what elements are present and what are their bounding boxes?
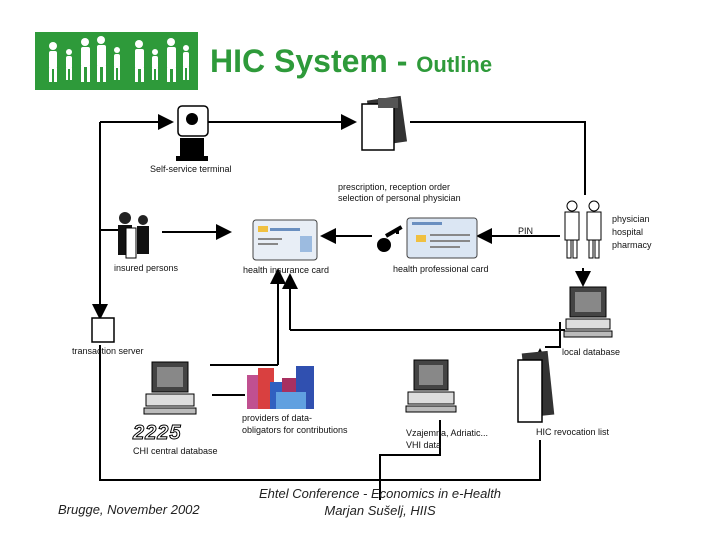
providers-buildings-icon [247,366,314,409]
title-subtitle: Outline [416,52,493,77]
label-local-database: local database [562,347,621,357]
label-pharmacy: pharmacy [612,240,652,250]
footer-date: Brugge, November 2002 [58,502,200,517]
page-title: HIC System - Outline [210,43,492,80]
label-providers-line1: providers of data- [242,413,313,423]
health-professional-card-icon [406,217,478,259]
label-health-insurance-card: health insurance card [243,265,330,275]
label-prescription: prescription, reception order [338,182,451,192]
family-figures-icon [49,36,189,82]
insured-persons-icon [118,212,149,259]
connector-local-revocation [545,322,561,348]
footer-conference: Ehtel Conference - Economics in e-Health [258,486,502,501]
label-hic-revocation-list: HIC revocation list [536,427,610,437]
self-service-terminal-icon [176,105,209,161]
title-separator: - [396,43,408,79]
health-insurance-card-icon [252,219,318,261]
label-health-professional-card: health professional card [393,264,489,274]
label-transaction-server: transaction server [72,346,144,356]
title-text: HIC System [210,43,388,79]
label-hospital: hospital [612,227,644,237]
label-chi-central-database: CHI central database [133,446,218,456]
connector-prescription-physician [410,121,586,190]
local-database-computer-icon [563,286,613,338]
connectors [92,114,591,500]
connector-server-bottom [99,345,381,500]
transaction-server-icon [91,317,115,343]
chi-central-database-computer-icon [143,361,197,415]
connector-vhi-bottom [379,420,441,480]
label-providers-line2: obligators for contributions [242,425,348,435]
label-physician: physician [612,214,650,224]
connector-revocation-bottom [380,440,541,481]
label-vzajemna: Vzajemna, Adriatic... [406,428,489,438]
hic-logo [35,32,198,90]
label-insured-persons: insured persons [114,263,179,273]
physician-figures-icon [564,200,602,259]
footer-author: Marjan Sušelj, HIIS [324,503,436,518]
vhi-computer-icon [405,359,457,413]
label-vhi-data: VHI data [406,440,442,450]
label-selection: selection of personal physician [338,193,461,203]
label-pin: PIN [518,226,534,236]
label-self-service-terminal: Self-service terminal [150,164,232,174]
prescription-document-icon [361,95,408,151]
chi-logo-text: 2225 [133,422,182,445]
revocation-list-document-icon [517,350,555,423]
key-icon [377,225,403,252]
